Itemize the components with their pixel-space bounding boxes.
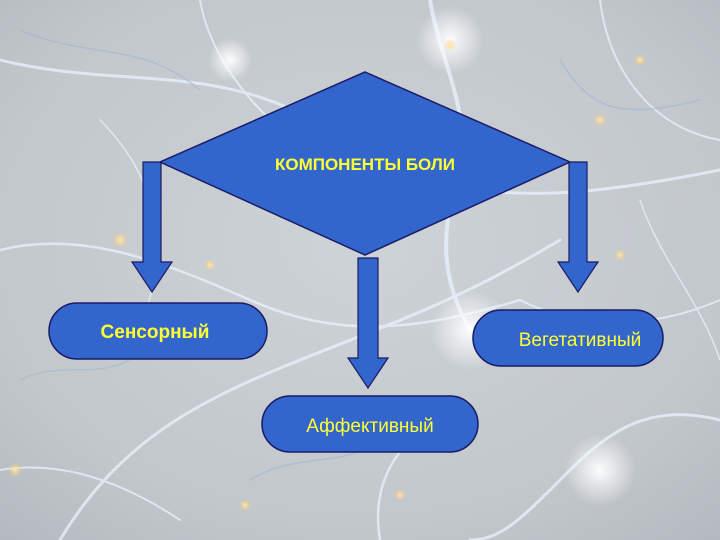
diagram-title: КОМПОНЕНТЫ БОЛИ [275, 155, 455, 174]
diamond-node: КОМПОНЕНТЫ БОЛИ [158, 71, 572, 256]
arrow-to-vegetative [556, 161, 600, 294]
arrow-to-sensory [130, 161, 174, 294]
node-vegetative: Вегетативный [472, 309, 664, 367]
node-sensory: Сенсорный [48, 302, 268, 360]
node-sensory-label: Сенсорный [101, 322, 210, 343]
node-affective-label: Аффективный [306, 416, 433, 437]
node-affective: Аффективный [261, 395, 479, 453]
arrow-to-affective [346, 257, 390, 390]
node-vegetative-label: Вегетативный [519, 330, 642, 351]
